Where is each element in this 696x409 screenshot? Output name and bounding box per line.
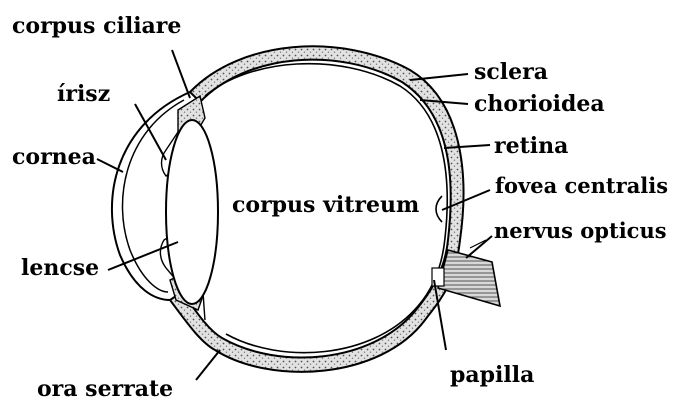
label-sclera: sclera — [474, 60, 548, 84]
label-corpus-vitreum: corpus vitreum — [232, 193, 419, 217]
label-chorioidea: chorioidea — [474, 92, 605, 116]
leader-nervus-opticus — [466, 236, 492, 258]
leader-corpus-ciliare — [172, 50, 190, 98]
leader-ora-serrate — [196, 350, 220, 380]
label-cornea: cornea — [12, 145, 96, 169]
label-ora-serrate: ora serrate — [37, 377, 173, 401]
label-papilla: papilla — [450, 363, 534, 387]
leader-irisz — [135, 104, 166, 160]
optic-nerve — [438, 250, 500, 306]
lens-shape — [166, 120, 218, 304]
label-nervus-opticus: nervus opticus — [494, 219, 667, 243]
leader-fovea — [442, 190, 490, 210]
label-irisz: írisz — [57, 82, 110, 106]
label-fovea-centralis: fovea centralis — [495, 174, 668, 198]
label-lencse: lencse — [21, 256, 99, 280]
fovea-dip — [436, 196, 442, 222]
label-corpus-ciliare: corpus ciliare — [12, 14, 181, 38]
label-retina: retina — [494, 134, 568, 158]
